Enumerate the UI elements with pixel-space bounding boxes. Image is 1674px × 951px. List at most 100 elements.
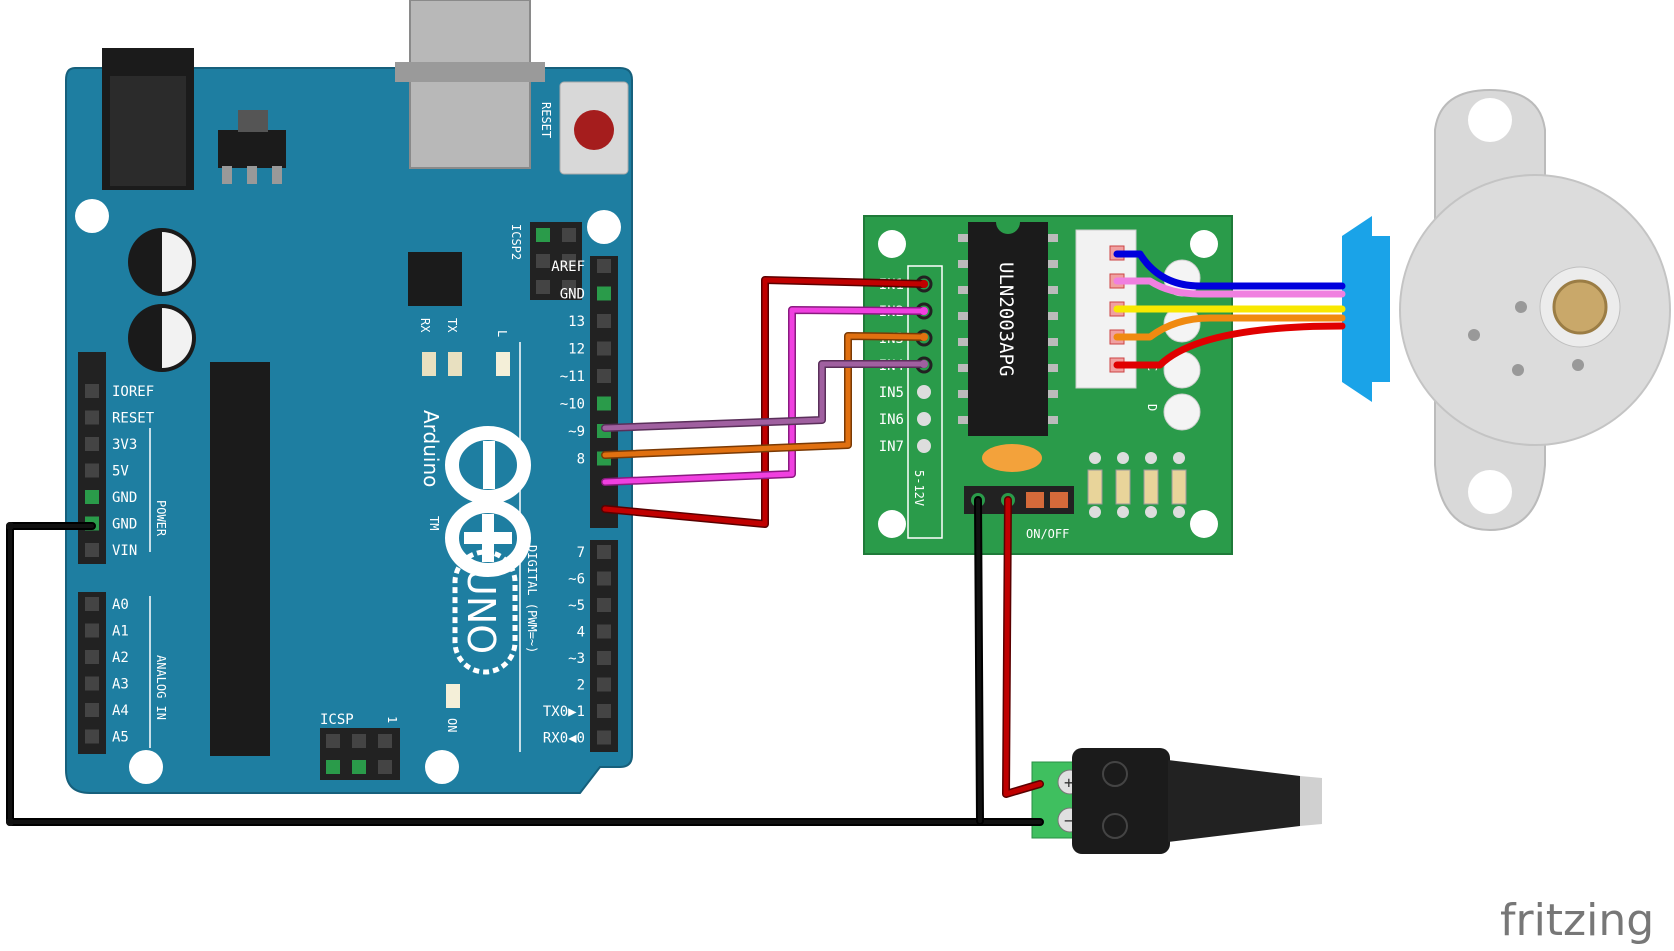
header-pin	[85, 543, 99, 557]
mounting-hole	[75, 199, 109, 233]
icsp-label: ICSP	[320, 712, 354, 728]
header-pin	[85, 729, 99, 744]
l-led	[496, 352, 510, 376]
icsp2-label: ICSP2	[509, 224, 523, 260]
pin-label: 5V	[112, 464, 129, 480]
header-pin	[597, 651, 611, 665]
pin-label: 2	[577, 678, 585, 694]
arduino-brand-label: Arduino	[419, 410, 443, 487]
tantalum-capacitor	[982, 444, 1042, 472]
pin-label: ~9	[568, 424, 585, 440]
stepper-motor	[1342, 88, 1671, 532]
pin-label: RX0◀0	[543, 731, 585, 747]
uln2003-chip	[968, 222, 1048, 436]
driver-input-pin	[917, 439, 931, 453]
pin-label: 4	[577, 625, 585, 641]
chip-label: ULN2003APG	[995, 262, 1017, 376]
pin-label: 8	[577, 452, 585, 468]
pin-label: 3V3	[112, 437, 137, 453]
icsp-pin1-label: 1	[385, 716, 399, 723]
rx-label: RX	[418, 318, 432, 333]
driver-input-label: IN6	[879, 412, 904, 428]
tx-label: TX	[445, 318, 459, 333]
voltage-label: 5-12V	[912, 470, 926, 506]
mounting-hole	[1190, 510, 1218, 538]
driver-input-pin	[917, 412, 931, 426]
driver-input-pin	[917, 385, 931, 399]
on-led	[446, 684, 460, 708]
header-pin	[597, 571, 611, 586]
pin-label: ~5	[568, 598, 585, 614]
pin-label: A2	[112, 650, 129, 666]
power-section-label: POWER	[154, 500, 168, 537]
fritzing-watermark: fritzing	[1500, 895, 1654, 946]
header-pin	[597, 545, 611, 559]
driver-input-label: IN5	[879, 385, 904, 401]
header-pin	[597, 369, 611, 383]
header-pin	[597, 598, 611, 612]
analog-header	[78, 592, 106, 754]
uno-label: UNO	[459, 568, 503, 654]
screw-minus: −	[1064, 811, 1074, 830]
motor-wire-red	[1113, 322, 1346, 369]
header-pin	[597, 286, 611, 301]
header-pin	[597, 677, 611, 692]
pin-label: 13	[568, 314, 585, 330]
pin-label: ~11	[560, 369, 585, 385]
rx-led	[422, 352, 436, 376]
motor-wire-blue	[1113, 250, 1346, 290]
pin-label: VIN	[112, 543, 137, 559]
dc-power-jack-adapter: + −	[1031, 748, 1322, 854]
header-pin	[85, 597, 99, 611]
header-pin	[85, 463, 99, 478]
arduino-logo	[445, 426, 531, 577]
wires	[6, 250, 1346, 826]
mounting-hole	[878, 510, 906, 538]
l-label: L	[495, 330, 509, 337]
power-input-header	[964, 486, 1026, 514]
switch-label: ON/OFF	[1026, 527, 1069, 541]
arduino-uno-board: RESET ICSP2 RX TX L Arduino	[65, 0, 633, 794]
resistor-array	[1087, 452, 1187, 518]
trademark-label: TM	[427, 516, 441, 530]
header-pin	[597, 314, 611, 328]
pin-label: GND	[560, 287, 585, 303]
pin-label: ~6	[568, 572, 585, 588]
atmega-microcontroller	[210, 362, 270, 756]
pin-label: GND	[112, 517, 137, 533]
header-pin	[85, 410, 99, 425]
capacitor-2	[128, 304, 196, 372]
flange-hole-bottom	[1468, 470, 1512, 514]
header-pin	[597, 704, 611, 718]
header-pin	[597, 341, 611, 356]
pin-label: RESET	[112, 411, 155, 427]
reset-button[interactable]	[559, 81, 629, 175]
motor-shaft	[1552, 279, 1608, 335]
led-d	[1163, 393, 1201, 431]
header-pin	[597, 730, 611, 745]
pin-label: A5	[112, 730, 129, 746]
header-pin	[85, 623, 99, 638]
motor-body	[1399, 174, 1671, 446]
power-header	[78, 352, 106, 564]
capacitor-1	[128, 228, 196, 296]
pin-label: IOREF	[112, 384, 154, 400]
header-pin	[85, 676, 99, 691]
icsp-header	[320, 728, 400, 780]
pin-label: 7	[577, 545, 585, 561]
mounting-hole	[425, 750, 459, 784]
voltage-regulator	[218, 130, 286, 168]
usb-connector	[409, 0, 531, 169]
screw-plus: +	[1064, 773, 1074, 792]
uno-logo	[452, 549, 518, 675]
header-pin	[85, 490, 99, 504]
digital-section-label: DIGITAL (PWM=~)	[525, 545, 539, 653]
on-off-jumper[interactable]	[1020, 486, 1074, 514]
pin-label: A1	[112, 624, 129, 640]
motor-wire-orange	[1113, 314, 1346, 341]
analog-section-label: ANALOG IN	[154, 655, 168, 720]
mounting-hole	[587, 210, 621, 244]
header-pin	[597, 396, 611, 411]
